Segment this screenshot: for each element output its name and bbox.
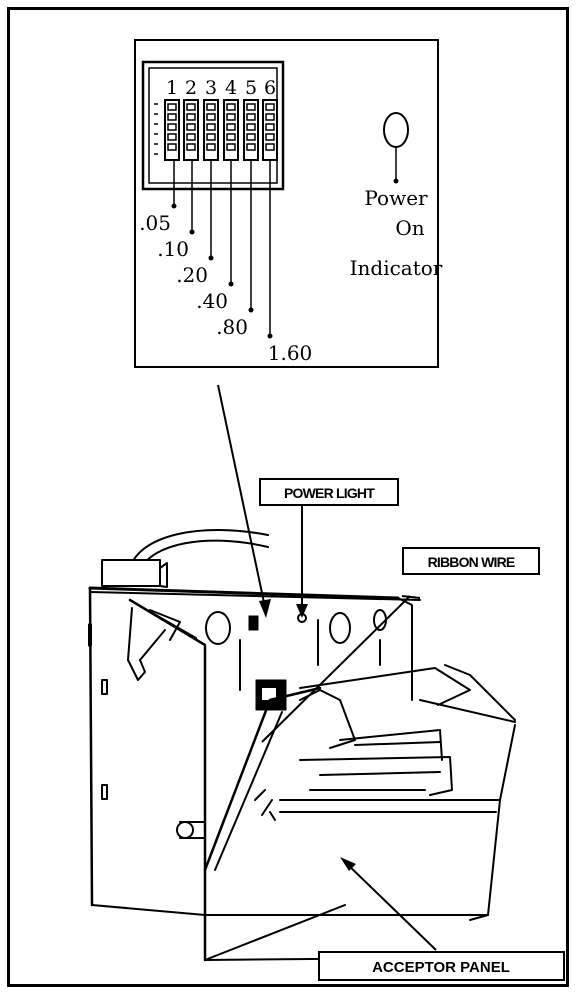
dip-switch-segment	[167, 133, 177, 141]
dip-switch-segment	[265, 103, 275, 111]
dip-switch-segment	[226, 113, 236, 121]
switch-value: .40	[196, 289, 228, 313]
switch-leaders	[173, 160, 271, 336]
switch-number: 2	[185, 77, 197, 99]
dip-switch-segment	[206, 123, 216, 131]
dip-switch-segment	[186, 143, 196, 151]
ribbon-wire-line	[261, 595, 421, 743]
dip-switch-segment	[167, 123, 177, 131]
switch-value: 1.60	[268, 341, 313, 365]
dip-switch-segment	[246, 133, 256, 141]
acceptor-panel-callout: ACCEPTOR PANEL	[318, 857, 565, 981]
switch-number: 1	[166, 77, 178, 99]
dip-switch-segment	[226, 133, 236, 141]
dip-switch-segment	[206, 103, 216, 111]
switch-number: 6	[264, 77, 276, 99]
dip-switch-segment	[246, 143, 256, 151]
switch-number: 5	[245, 77, 257, 99]
power-light-label: POWER LIGHT	[284, 485, 375, 501]
dip-switch-segment	[206, 113, 216, 121]
dip-switch-segment	[265, 143, 275, 151]
switch-value: .80	[216, 315, 248, 339]
dip-switch-segment	[186, 103, 196, 111]
dip-switch-segment	[167, 113, 177, 121]
coin-mechanism-drawing	[88, 529, 516, 976]
leader-dots	[171, 203, 273, 339]
side-marks	[154, 103, 158, 155]
acceptor-panel-label: ACCEPTOR PANEL	[372, 959, 510, 976]
dip-switch-segment	[167, 143, 177, 151]
dip-switch-segment	[206, 143, 216, 151]
ribbon-wire-label: RIBBON WIRE	[428, 554, 515, 570]
dip-switch-segment	[246, 113, 256, 121]
power-indicator-label: Power	[364, 186, 428, 210]
ribbon-wire-callout: RIBBON WIRE	[402, 547, 540, 575]
dip-switch-segment	[206, 133, 216, 141]
dip-switch-segment	[265, 113, 275, 121]
dip-switch-segment	[226, 103, 236, 111]
switch-value: .05	[139, 211, 171, 235]
dip-switch-segment	[265, 123, 275, 131]
switch-value: .10	[157, 237, 189, 261]
dip-switch-segment	[226, 143, 236, 151]
dip-switch-segment	[186, 113, 196, 121]
dip-switch-segment	[246, 103, 256, 111]
dip-switch-segment	[226, 123, 236, 131]
power-light-callout: POWER LIGHT	[259, 478, 399, 618]
dip-switch-segment	[246, 123, 256, 131]
power-indicator-label: On	[395, 216, 424, 240]
power-indicator-label: Indicator	[350, 256, 443, 280]
dip-switch-segment	[186, 123, 196, 131]
power-indicator-lamp-icon	[383, 112, 409, 148]
dip-switch-segment	[265, 133, 275, 141]
inset-pointer	[217, 384, 271, 618]
inset-panel: 1 2 3 4 5 6	[134, 39, 443, 368]
switch-number: 4	[225, 77, 237, 99]
switch-value: .20	[176, 263, 208, 287]
dip-switch-segment	[167, 103, 177, 111]
dip-switch-segment	[186, 133, 196, 141]
switch-number: 3	[205, 77, 217, 99]
